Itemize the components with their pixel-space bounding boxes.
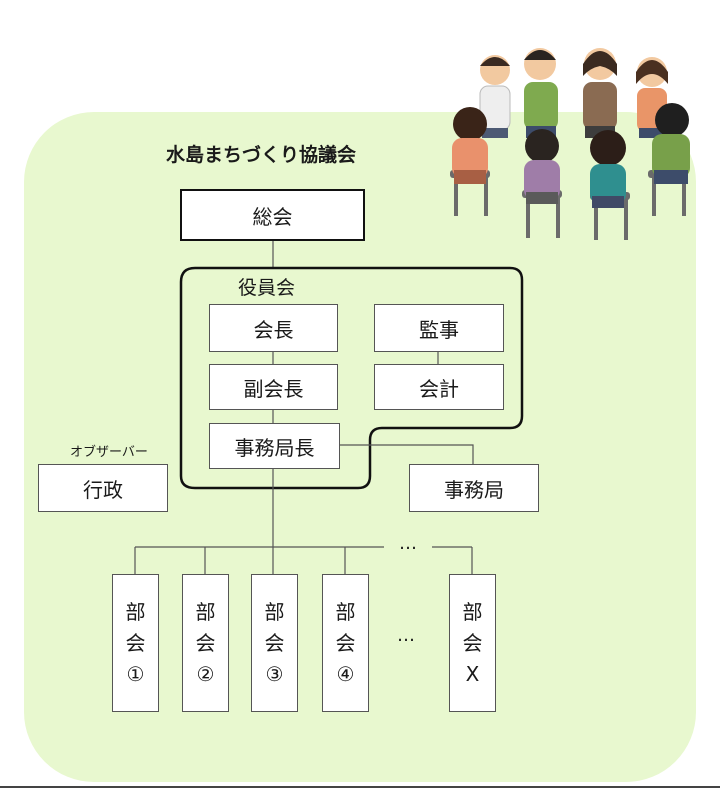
subcommittee-char: 部 xyxy=(195,599,216,624)
subcommittee-4-box: 部 会 ④ xyxy=(322,574,369,712)
subcommittee-char: 会 xyxy=(195,630,216,655)
subcommittee-char: 部 xyxy=(335,599,356,624)
administration-box: 行政 xyxy=(38,464,168,512)
general-assembly-box: 総会 xyxy=(180,189,365,241)
subcommittee-x-box: 部 会 X xyxy=(449,574,496,712)
observer-label: オブザーバー xyxy=(70,445,148,460)
subcommittee-1-box: 部 会 ① xyxy=(112,574,159,712)
subcommittee-char: 部 xyxy=(264,599,285,624)
subcommittee-char: 会 xyxy=(462,630,483,655)
auditor-box: 監事 xyxy=(374,304,504,352)
subcommittee-ellipsis: … xyxy=(397,625,416,646)
subcommittee-number: ① xyxy=(126,661,145,686)
board-outline xyxy=(179,266,524,490)
bottom-border xyxy=(0,786,720,788)
board-label: 役員会 xyxy=(238,277,296,299)
subcommittee-2-box: 部 会 ② xyxy=(182,574,229,712)
branch-ellipsis: … xyxy=(399,533,418,554)
subcommittee-char: 会 xyxy=(335,630,356,655)
accountant-box: 会計 xyxy=(374,364,504,410)
subcommittee-char: 部 xyxy=(462,599,483,624)
organization-title: 水島まちづくり協議会 xyxy=(166,144,357,166)
chair-box: 会長 xyxy=(209,304,338,352)
connector-secgen-secretariat xyxy=(340,444,474,464)
subcommittee-number: ③ xyxy=(265,661,284,686)
subcommittee-number: ④ xyxy=(336,661,355,686)
subcommittee-char: 会 xyxy=(264,630,285,655)
subcommittee-char: 部 xyxy=(125,599,146,624)
subcommittee-3-box: 部 会 ③ xyxy=(251,574,298,712)
secretary-general-box: 事務局長 xyxy=(209,423,340,469)
secretariat-box: 事務局 xyxy=(409,464,539,512)
subcommittee-number: X xyxy=(465,661,480,686)
vice-chair-box: 副会長 xyxy=(209,364,338,410)
subcommittee-char: 会 xyxy=(125,630,146,655)
subcommittee-number: ② xyxy=(196,661,215,686)
meeting-illustration xyxy=(450,48,690,240)
